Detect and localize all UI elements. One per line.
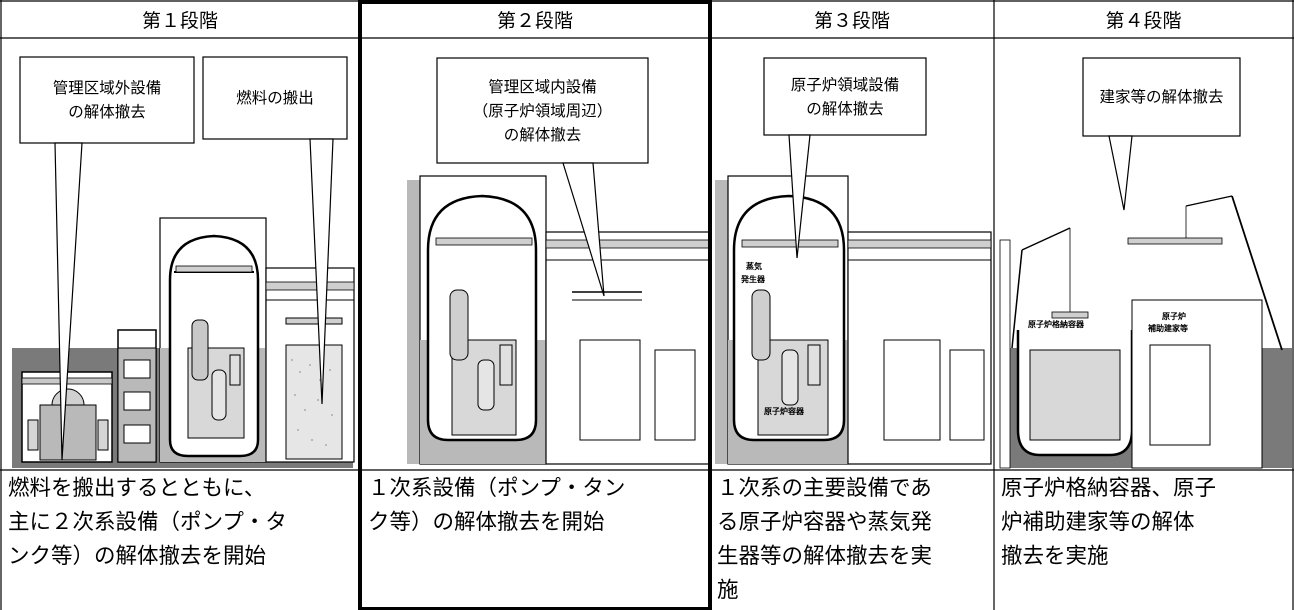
stage3-description: １次系の主要設備であ る原子炉容器や蒸気発 生器等の解体撤去を実 施 [711, 470, 993, 610]
callout-line: 建家等の解体撤去 [1099, 88, 1224, 106]
containment-vessel-label: 原子炉格納容器 [1028, 320, 1084, 329]
stage4-plant-illustration [999, 195, 1292, 469]
callout-line: 原子炉領域設備 [790, 75, 900, 94]
description-line: 原子炉格納容器、原子 [1001, 476, 1217, 501]
aux-building-label-1: 原子炉 [1162, 312, 1186, 321]
steam-generator-label-2: 発生器 [741, 275, 765, 284]
reactor-vessel-label: 原子炉容器 [764, 407, 804, 416]
stage2-description: １次系設備（ポンプ・タン ク等）の解体撤去を開始 [362, 470, 708, 610]
steam-generator-label-1: 蒸気 [746, 262, 762, 271]
stage1-callout-equipment: 管理区域外設備 の解体撤去 [20, 57, 194, 143]
description-line: ク等）の解体撤去を開始 [368, 510, 605, 535]
callout-line: の解体撤去 [503, 125, 582, 144]
callout-line: （原子炉領域周辺） [472, 101, 613, 120]
stage4-callout: 建家等の解体撤去 [1083, 58, 1240, 136]
stage3-callout: 原子炉領域設備 の解体撤去 [764, 58, 926, 135]
callout-shapes [19, 56, 1241, 461]
aux-building-label-2: 補助建家等 [1148, 324, 1188, 333]
callout-line: の解体撤去 [68, 103, 146, 121]
description-line: 撤去を実施 [1001, 544, 1109, 569]
description-line: 燃料を搬出するとともに、 [8, 476, 266, 501]
description-line: 炉補助建家等の解体 [1001, 510, 1195, 535]
description-line: 主に２次系設備（ポンプ・タ [8, 510, 287, 535]
stage2-header: 第２段階 [496, 9, 573, 32]
callout-line: の解体撤去 [806, 99, 884, 118]
callout-line: 管理区域外設備 [52, 79, 162, 97]
stage1-callout-fuel: 燃料の搬出 [203, 57, 347, 139]
stage3-plant-illustration [715, 175, 992, 465]
callout-line: 燃料の搬出 [236, 89, 314, 107]
description-line: 施 [717, 578, 739, 603]
description-line: ンク等）の解体撤去を開始 [8, 544, 267, 569]
stage2-callout: 管理区域内設備 （原子炉領域周辺） の解体撤去 [437, 58, 648, 163]
stage2-highlight-frame [358, 0, 712, 610]
stage1-description: 燃料を搬出するとともに、 主に２次系設備（ポンプ・タ ンク等）の解体撤去を開始 [2, 470, 358, 610]
stage4-description: 原子炉格納容器、原子 炉補助建家等の解体 撤去を実施 [995, 470, 1292, 610]
callout-line: 管理区域内設備 [488, 77, 597, 96]
stage4-header: 第４段階 [1105, 9, 1182, 32]
stage1-plant-illustration [12, 217, 355, 468]
stage1-header: 第１段階 [141, 9, 218, 32]
description-line: １次系設備（ポンプ・タン [368, 476, 626, 501]
description-line: 生器等の解体撤去を実 [717, 544, 933, 569]
stage3-header: 第３段階 [813, 9, 890, 32]
description-line: る原子炉容器や蒸気発 [717, 510, 933, 535]
stage2-plant-illustration [407, 175, 710, 465]
description-line: １次系の主要設備であ [717, 476, 932, 501]
